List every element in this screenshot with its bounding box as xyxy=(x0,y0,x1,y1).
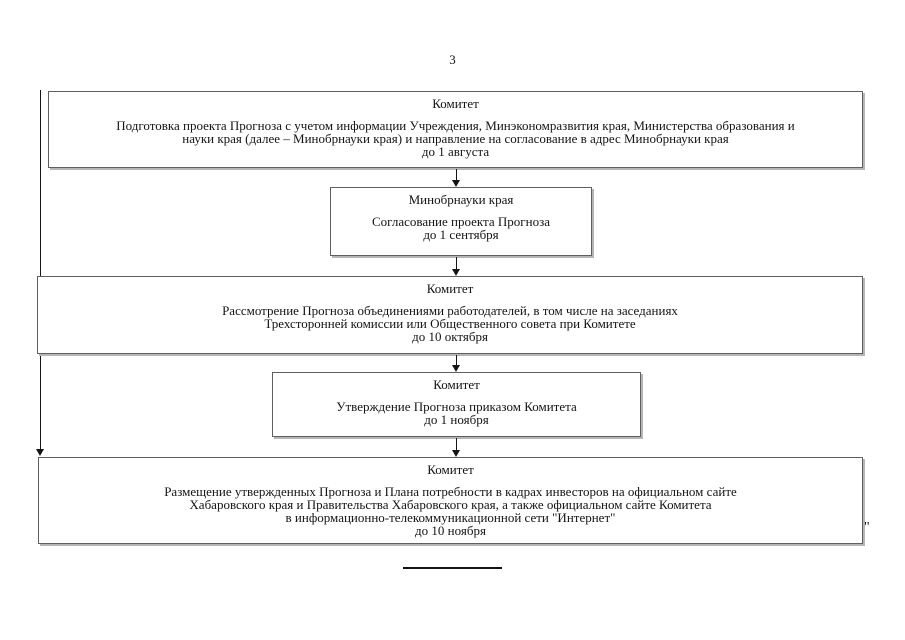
flowchart-box-preparation: Комитет Подготовка проекта Прогноза с уч… xyxy=(48,91,863,168)
box-title: Комитет xyxy=(432,96,479,111)
box-body: Утверждение Прогноза приказом Комитета д… xyxy=(336,399,577,427)
flowchart-box-agreement: Минобрнауки края Согласование проекта Пр… xyxy=(330,187,592,256)
flowchart-box-review: Комитет Рассмотрение Прогноза объединени… xyxy=(37,276,863,354)
box-title: Минобрнауки края xyxy=(408,192,514,207)
bypass-connector xyxy=(36,90,44,456)
connector-arrow xyxy=(452,169,460,187)
page-number: 3 xyxy=(449,52,456,67)
arrow-down-icon xyxy=(452,180,460,187)
box-title: Комитет xyxy=(426,281,474,296)
arrow-down-icon xyxy=(452,365,460,372)
arrow-down-icon xyxy=(452,450,460,457)
arrow-down-icon xyxy=(452,269,460,276)
arrow-down-icon xyxy=(36,449,44,456)
flowchart-box-approval: Комитет Утверждение Прогноза приказом Ко… xyxy=(272,372,641,437)
box-body: Подготовка проекта Прогноза с учетом инф… xyxy=(116,118,795,159)
connector-arrow xyxy=(452,355,460,372)
box-title: Комитет xyxy=(427,462,474,477)
box-body: Рассмотрение Прогноза объединениями рабо… xyxy=(222,303,678,344)
connector-arrow xyxy=(452,257,460,276)
flowchart-box-publication: Комитет Размещение утвержденных Прогноза… xyxy=(38,457,863,544)
trailing-quote: " xyxy=(864,520,870,535)
box-body: Согласование проекта Прогноза до 1 сентя… xyxy=(371,214,550,242)
connector-arrow xyxy=(452,438,460,457)
box-body: Размещение утвержденных Прогноза и Плана… xyxy=(164,484,737,538)
box-title: Комитет xyxy=(433,377,480,392)
footer-rule xyxy=(403,567,502,569)
